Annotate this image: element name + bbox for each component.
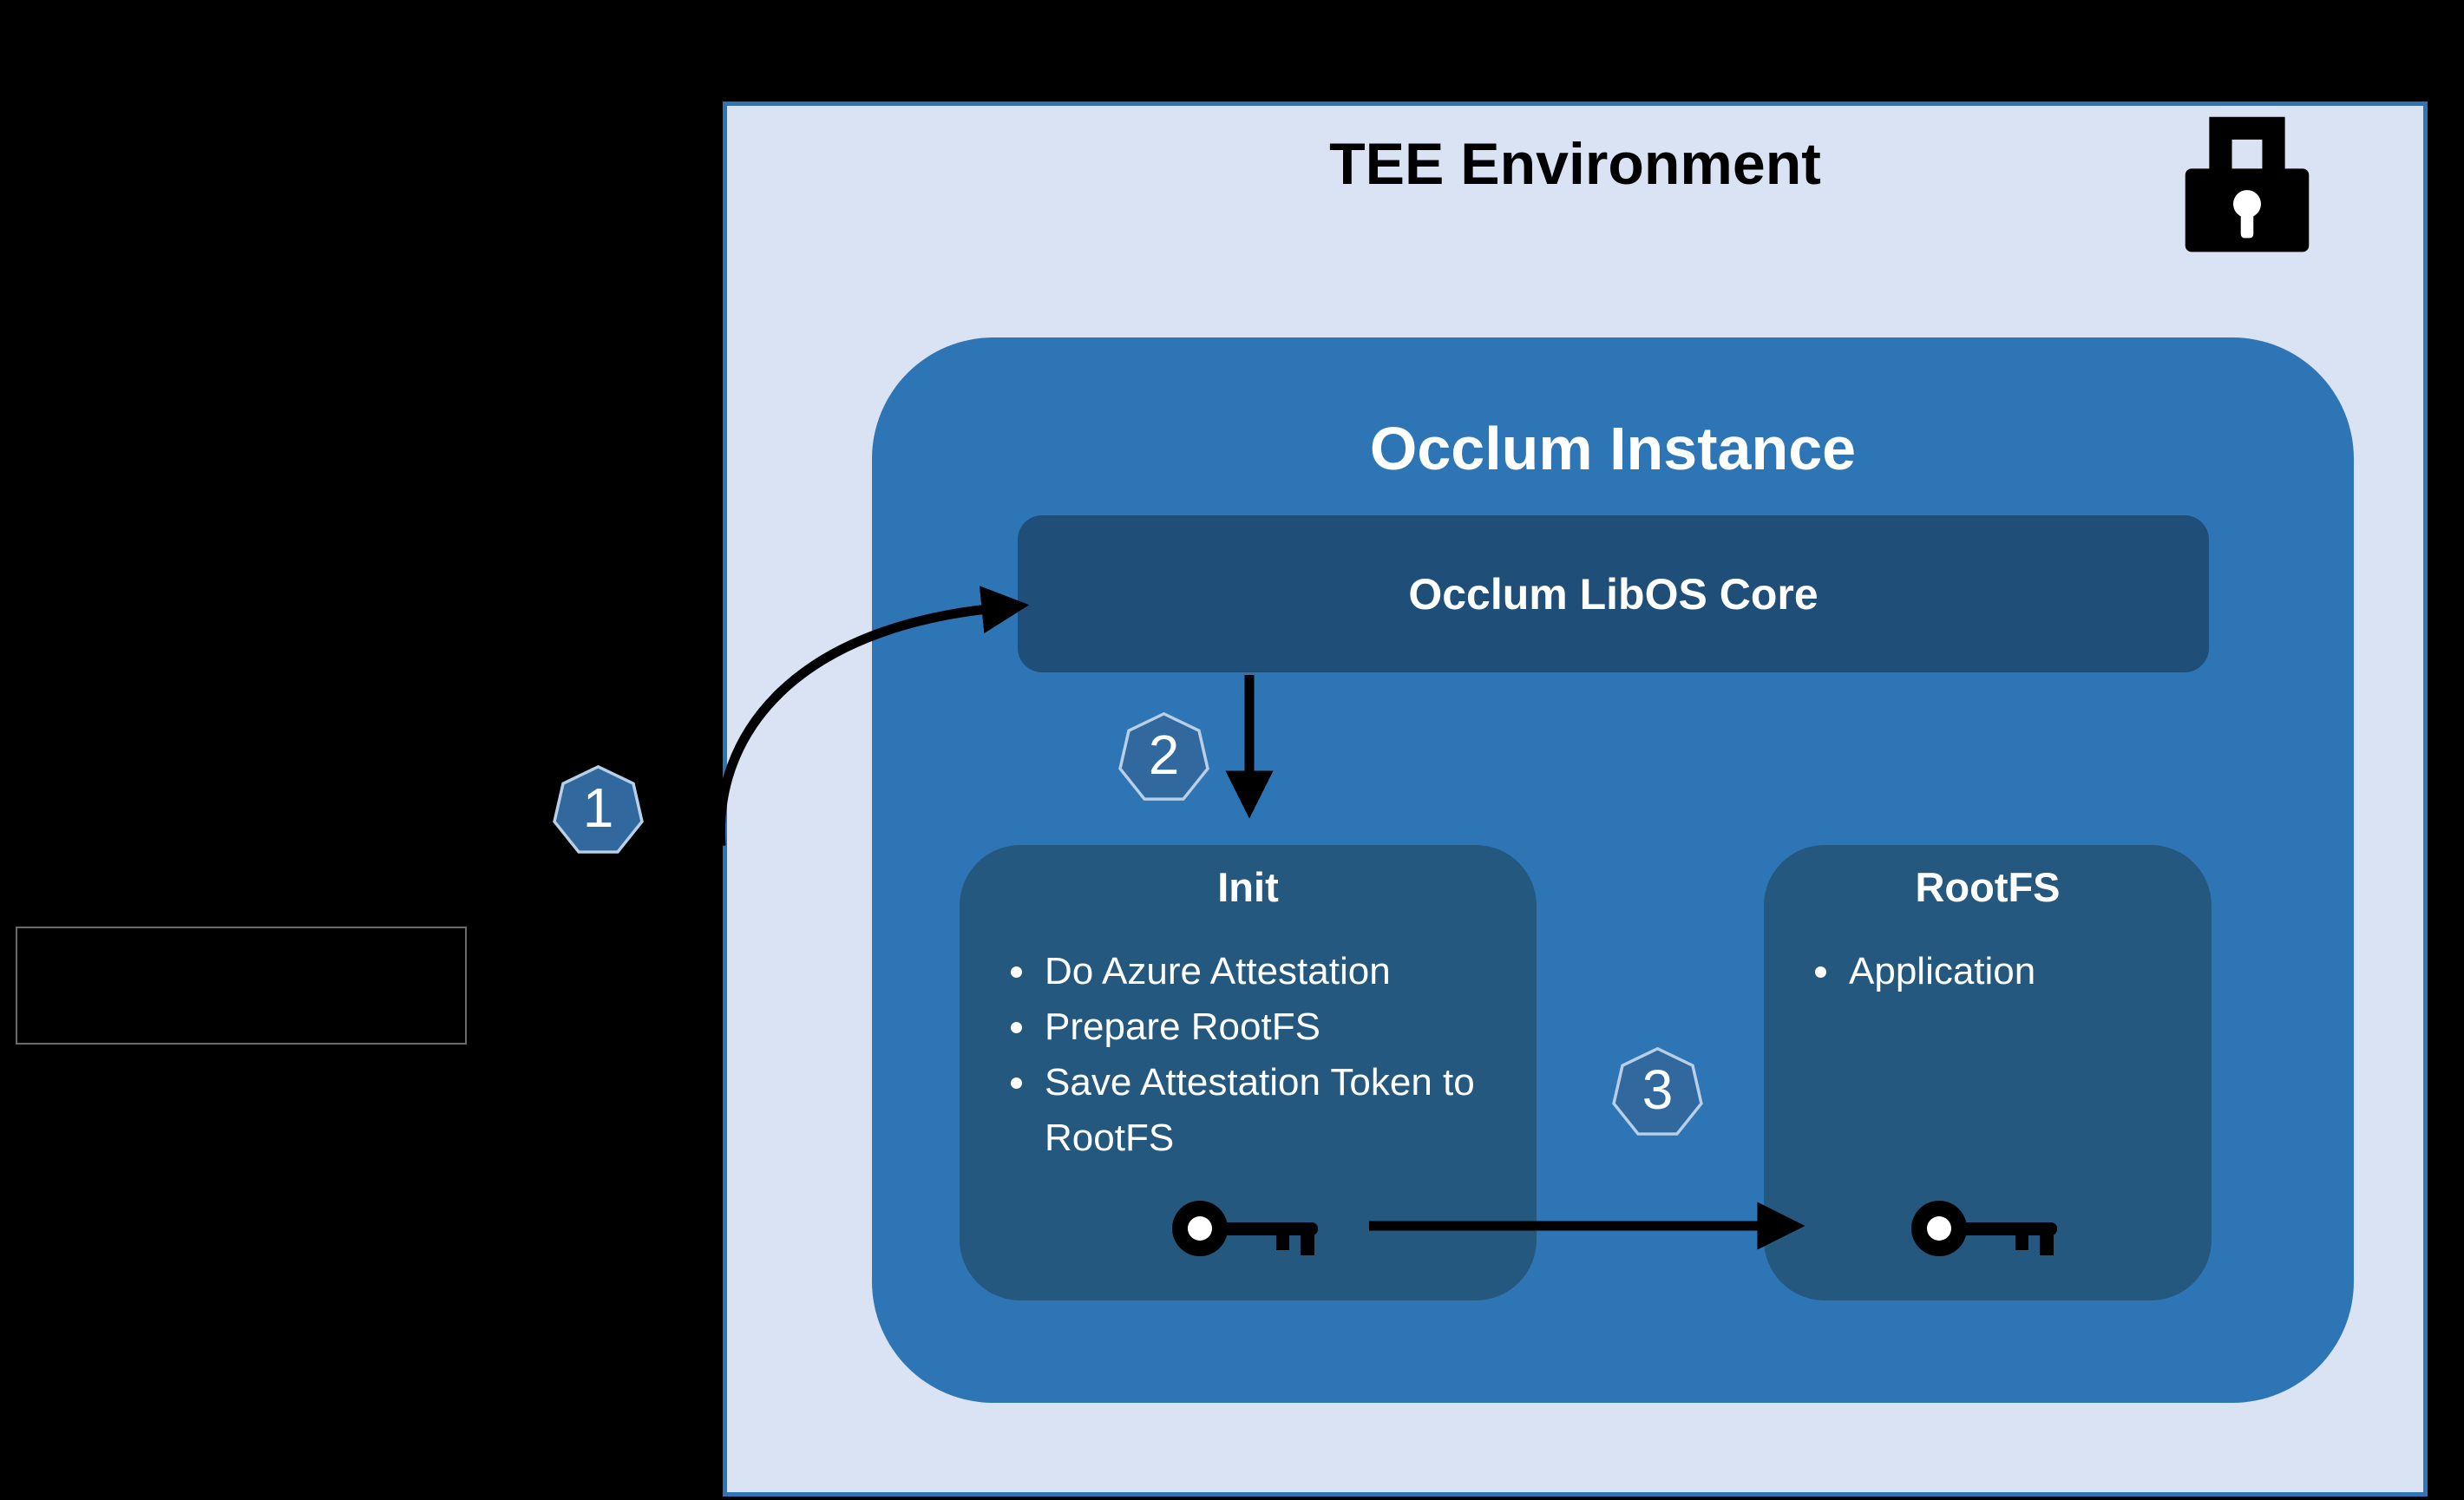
step-number-2: 2 (1148, 724, 1180, 786)
lock-keyhole-stem (2240, 210, 2254, 239)
key-tooth-2 (1300, 1232, 1314, 1255)
step-badge-2: 2 (1114, 709, 1214, 809)
tee-environment-title: TEE Environment (1329, 131, 1821, 197)
key-bow-hole (1927, 1216, 1951, 1241)
init-bullet-2: Prepare RootFS (1039, 999, 1514, 1055)
step-badge-1: 1 (548, 762, 648, 861)
occlum-libos-core-box: Occlum LibOS Core (1018, 515, 2209, 672)
lock-keyhole (2233, 190, 2261, 219)
key-tooth-1 (1275, 1232, 1289, 1250)
rootfs-box: RootFS Application (1764, 845, 2212, 1300)
heptagon-shape (1612, 1046, 1703, 1136)
key-icon (1911, 1201, 2057, 1256)
init-title: Init (1217, 864, 1279, 910)
init-bullet-1: Do Azure Attestation (1039, 944, 1514, 999)
heptagon-shape (1118, 711, 1209, 801)
occlum-libos-core-label: Occlum LibOS Core (1408, 569, 1819, 619)
key-shaft (1962, 1222, 2057, 1235)
heptagon-shape (553, 764, 644, 854)
lock-shackle (2209, 116, 2285, 179)
occlum-instance-title: Occlum Instance (1369, 415, 1857, 482)
lock-icon (2185, 116, 2310, 252)
step-number-3: 3 (1642, 1058, 1674, 1121)
key-shaft (1222, 1222, 1318, 1235)
key-tooth-2 (2040, 1232, 2054, 1255)
tee-environment-box: TEE Environment Occlum Instance Occlum L… (723, 102, 2428, 1497)
init-box: Init Do Azure Attestation Prepare RootFS… (960, 845, 1537, 1300)
rootfs-bullet-list: Application (1764, 944, 2212, 999)
init-bullet-list: Do Azure Attestation Prepare RootFS Save… (960, 944, 1537, 1166)
init-bullet-3: Save Attestation Token to RootFS (1039, 1055, 1514, 1166)
rootfs-title: RootFS (1915, 864, 2061, 910)
step-badge-3: 3 (1608, 1044, 1707, 1143)
key-bow-hole (1187, 1216, 1212, 1241)
key-tooth-1 (2015, 1232, 2028, 1250)
key-icon (1171, 1201, 1318, 1256)
step-number-1: 1 (582, 776, 614, 839)
occlum-instance-box: Occlum Instance Occlum LibOS Core Init D… (872, 337, 2354, 1403)
caption-box (16, 927, 467, 1045)
rootfs-bullet-1: Application (1844, 944, 2189, 999)
